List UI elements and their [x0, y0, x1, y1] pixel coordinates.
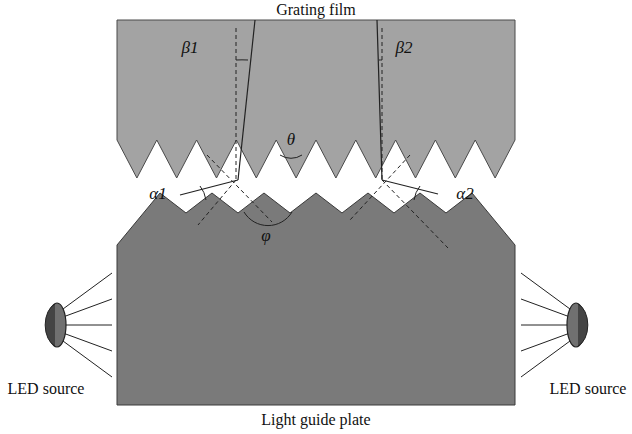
led-ray — [521, 299, 570, 317]
led-ray — [63, 325, 112, 326]
normal-lines — [198, 28, 448, 248]
light-guide-plate — [117, 193, 515, 405]
part-label: LED source — [8, 380, 85, 398]
led-ray — [521, 325, 570, 326]
part-label: LED source — [550, 380, 627, 398]
led-ray — [521, 273, 570, 309]
led-ray — [521, 333, 570, 351]
angle-symbol: β2 — [396, 39, 413, 58]
part-label: Grating film — [276, 1, 356, 19]
angle-symbol: β1 — [182, 39, 199, 58]
light-rays — [180, 20, 438, 195]
part-label: Light guide plate — [261, 411, 370, 429]
led-ray — [63, 273, 112, 309]
led-ray — [63, 299, 112, 317]
led-base — [45, 304, 55, 346]
led-sources — [45, 273, 588, 377]
angle-symbol: θ — [287, 131, 295, 150]
angle-symbol: α1 — [149, 185, 166, 204]
led-ray — [63, 341, 112, 377]
led-ray — [63, 333, 112, 351]
angle-arcs — [200, 60, 420, 226]
angle-symbol: α2 — [456, 185, 473, 204]
angle-symbol: φ — [261, 227, 270, 246]
led-base — [578, 304, 588, 346]
led-ray — [521, 341, 570, 377]
grating-film — [117, 20, 515, 178]
